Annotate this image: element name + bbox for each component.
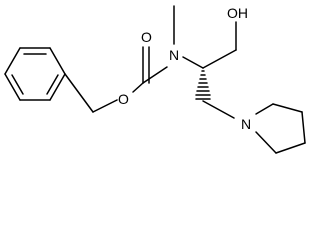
- chemical-structure: OH N O O N: [4, 5, 306, 154]
- ester-oxygen-label: O: [118, 91, 129, 107]
- benzene-ring: [4, 47, 66, 101]
- carbamate-nitrogen-label: N: [169, 47, 179, 63]
- carbonyl-oxygen-label: O: [141, 29, 152, 45]
- carbamate-group: [132, 46, 168, 93]
- hydroxyl-label: OH: [227, 5, 248, 21]
- benzyl-linker: [64, 73, 118, 113]
- pyrrolidine-nitrogen-label: N: [241, 116, 251, 132]
- chiral-center: [182, 21, 237, 119]
- hashed-wedge-bond: [195, 70, 211, 100]
- pyrrolidine-ring: [255, 103, 306, 154]
